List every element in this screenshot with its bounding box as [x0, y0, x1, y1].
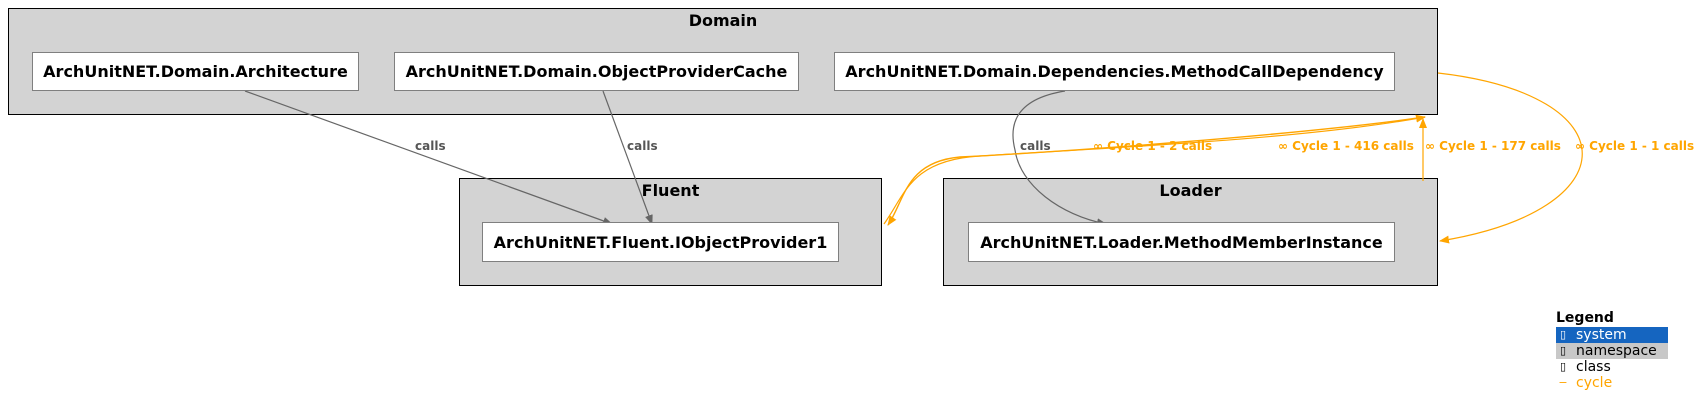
- legend-system: ▯ system: [1556, 327, 1668, 343]
- legend-title: Legend: [1556, 310, 1614, 326]
- namespace-fluent-title: Fluent: [641, 181, 700, 200]
- legend-cycle: − cycle: [1556, 375, 1668, 391]
- class-method-call-dependency[interactable]: ArchUnitNET.Domain.Dependencies.MethodCa…: [834, 52, 1395, 91]
- edge-label-calls-objectprovidercache: calls: [627, 139, 658, 153]
- cycle-line-icon: −: [1558, 376, 1568, 389]
- legend-cycle-label: cycle: [1576, 375, 1613, 391]
- class-object-provider-cache[interactable]: ArchUnitNET.Domain.ObjectProviderCache: [394, 52, 799, 91]
- edge-label-calls-methodcalldependency: calls: [1020, 139, 1051, 153]
- legend-class-label: class: [1576, 359, 1611, 375]
- edge-label-cycle-177: ∞ Cycle 1 - 177 calls: [1425, 139, 1561, 153]
- edge-cycle-2: [883, 114, 1426, 225]
- class-architecture[interactable]: ArchUnitNET.Domain.Architecture: [32, 52, 359, 91]
- legend-namespace: ▯ namespace: [1556, 343, 1668, 359]
- class-iobject-provider[interactable]: ArchUnitNET.Fluent.IObjectProvider1: [482, 222, 839, 262]
- edge-objectprovidercache-to-iobjectprovider: [602, 90, 653, 225]
- edge-label-calls-architecture: calls: [415, 139, 446, 153]
- edge-cycle-416: [887, 116, 1426, 226]
- edge-methodcalldependency-to-methodmemberinstance: [1012, 90, 1107, 227]
- namespace-domain-title: Domain: [688, 11, 758, 30]
- namespace-loader-title: Loader: [1159, 181, 1222, 200]
- edge-architecture-to-iobjectprovider: [244, 90, 613, 225]
- legend: Legend ▯ system ▯ namespace ▯ class − cy…: [1556, 310, 1668, 391]
- class-square-icon: ▯: [1559, 360, 1567, 373]
- legend-class: ▯ class: [1556, 359, 1668, 375]
- edge-label-cycle-416: ∞ Cycle 1 - 416 calls: [1278, 139, 1414, 153]
- legend-namespace-label: namespace: [1576, 343, 1657, 359]
- edge-label-cycle-2: ∞ Cycle 1 - 2 calls: [1093, 139, 1213, 153]
- legend-system-label: system: [1576, 327, 1627, 343]
- edge-label-cycle-1: ∞ Cycle 1 - 1 calls: [1575, 139, 1695, 153]
- class-method-member-instance[interactable]: ArchUnitNET.Loader.MethodMemberInstance: [968, 222, 1395, 262]
- namespace-square-icon: ▯: [1559, 344, 1567, 357]
- system-square-icon: ▯: [1559, 328, 1567, 341]
- edge-cycle-1: [1437, 72, 1583, 244]
